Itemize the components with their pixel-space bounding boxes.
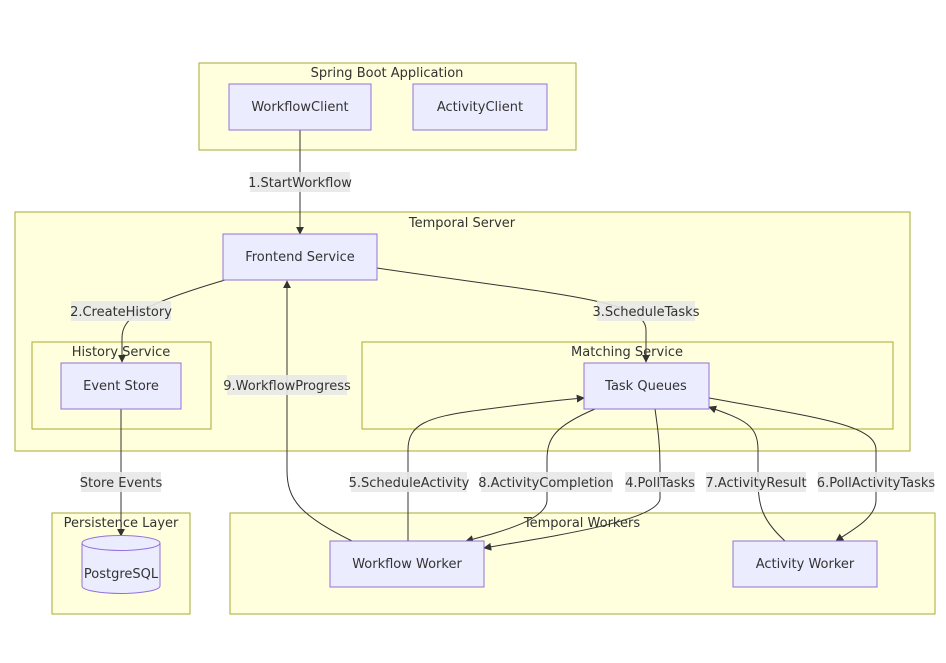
svg-text:Event Store: Event Store <box>83 379 159 394</box>
svg-text:6.PollActivityTasks: 6.PollActivityTasks <box>817 476 936 491</box>
edges <box>117 130 877 551</box>
edge-workflow-progress <box>283 280 353 542</box>
edge-label-poll-activity-tasks: 6.PollActivityTasks <box>817 472 936 492</box>
svg-text:Activity Worker: Activity Worker <box>756 557 855 572</box>
svg-text:7.ActivityResult: 7.ActivityResult <box>705 476 806 491</box>
svg-text:Frontend Service: Frontend Service <box>245 250 355 265</box>
edge-label-schedule-tasks: 3.ScheduleTasks <box>593 301 700 321</box>
cluster-history-service-title: History Service <box>72 345 170 360</box>
edge-label-start-workflow: 1.StartWorkflow <box>248 172 352 192</box>
edge-activity-result <box>708 405 786 542</box>
cluster-matching-service-title: Matching Service <box>571 345 683 360</box>
svg-text:9.WorkflowProgress: 9.WorkflowProgress <box>223 379 351 394</box>
edge-label-poll-tasks: 4.PollTasks <box>625 472 695 492</box>
edge-label-activity-completion: 8.ActivityCompletion <box>478 472 614 492</box>
node-activity-client[interactable]: ActivityClient <box>412 83 548 131</box>
svg-text:2.CreateHistory: 2.CreateHistory <box>70 305 172 320</box>
cluster-temporal-workers-title: Temporal Workers <box>523 516 640 531</box>
edge-schedule-tasks <box>376 267 650 363</box>
edge-poll-activity-tasks <box>708 397 877 542</box>
edge-activity-completion <box>465 408 596 544</box>
svg-text:1.StartWorkflow: 1.StartWorkflow <box>248 176 352 191</box>
node-frontend-service[interactable]: Frontend Service <box>222 233 378 281</box>
svg-text:Task Queues: Task Queues <box>604 379 687 394</box>
edge-poll-tasks <box>483 408 661 551</box>
cluster-temporal-server-title: Temporal Server <box>408 216 516 231</box>
svg-text:4.PollTasks: 4.PollTasks <box>625 476 695 491</box>
svg-text:ActivityClient: ActivityClient <box>437 100 523 115</box>
edge-labels: 1.StartWorkflow 2.CreateHistory 3.Schedu… <box>70 172 935 492</box>
svg-text:5.ScheduleActivity: 5.ScheduleActivity <box>349 476 470 491</box>
node-workflow-client[interactable]: WorkflowClient <box>228 83 372 131</box>
svg-text:8.ActivityCompletion: 8.ActivityCompletion <box>478 476 613 491</box>
edge-label-create-history: 2.CreateHistory <box>70 301 172 321</box>
node-postgresql[interactable]: PostgreSQL <box>81 535 161 594</box>
svg-text:WorkflowClient: WorkflowClient <box>251 100 348 115</box>
node-workflow-worker[interactable]: Workflow Worker <box>329 540 485 588</box>
edge-schedule-activity <box>407 394 585 541</box>
database-icon-label: PostgreSQL <box>84 567 159 582</box>
edge-label-store-events: Store Events <box>80 472 163 492</box>
edge-label-schedule-activity: 5.ScheduleActivity <box>349 472 470 492</box>
node-task-queues[interactable]: Task Queues <box>583 362 710 410</box>
cluster-spring-boot-title: Spring Boot Application <box>311 66 464 81</box>
edge-label-workflow-progress: 9.WorkflowProgress <box>223 375 351 395</box>
svg-text:3.ScheduleTasks: 3.ScheduleTasks <box>593 305 700 320</box>
svg-text:Store Events: Store Events <box>80 476 163 491</box>
node-event-store[interactable]: Event Store <box>60 362 182 410</box>
svg-text:Workflow Worker: Workflow Worker <box>352 557 462 572</box>
edge-label-activity-result: 7.ActivityResult <box>705 472 807 492</box>
node-activity-worker[interactable]: Activity Worker <box>732 540 878 588</box>
